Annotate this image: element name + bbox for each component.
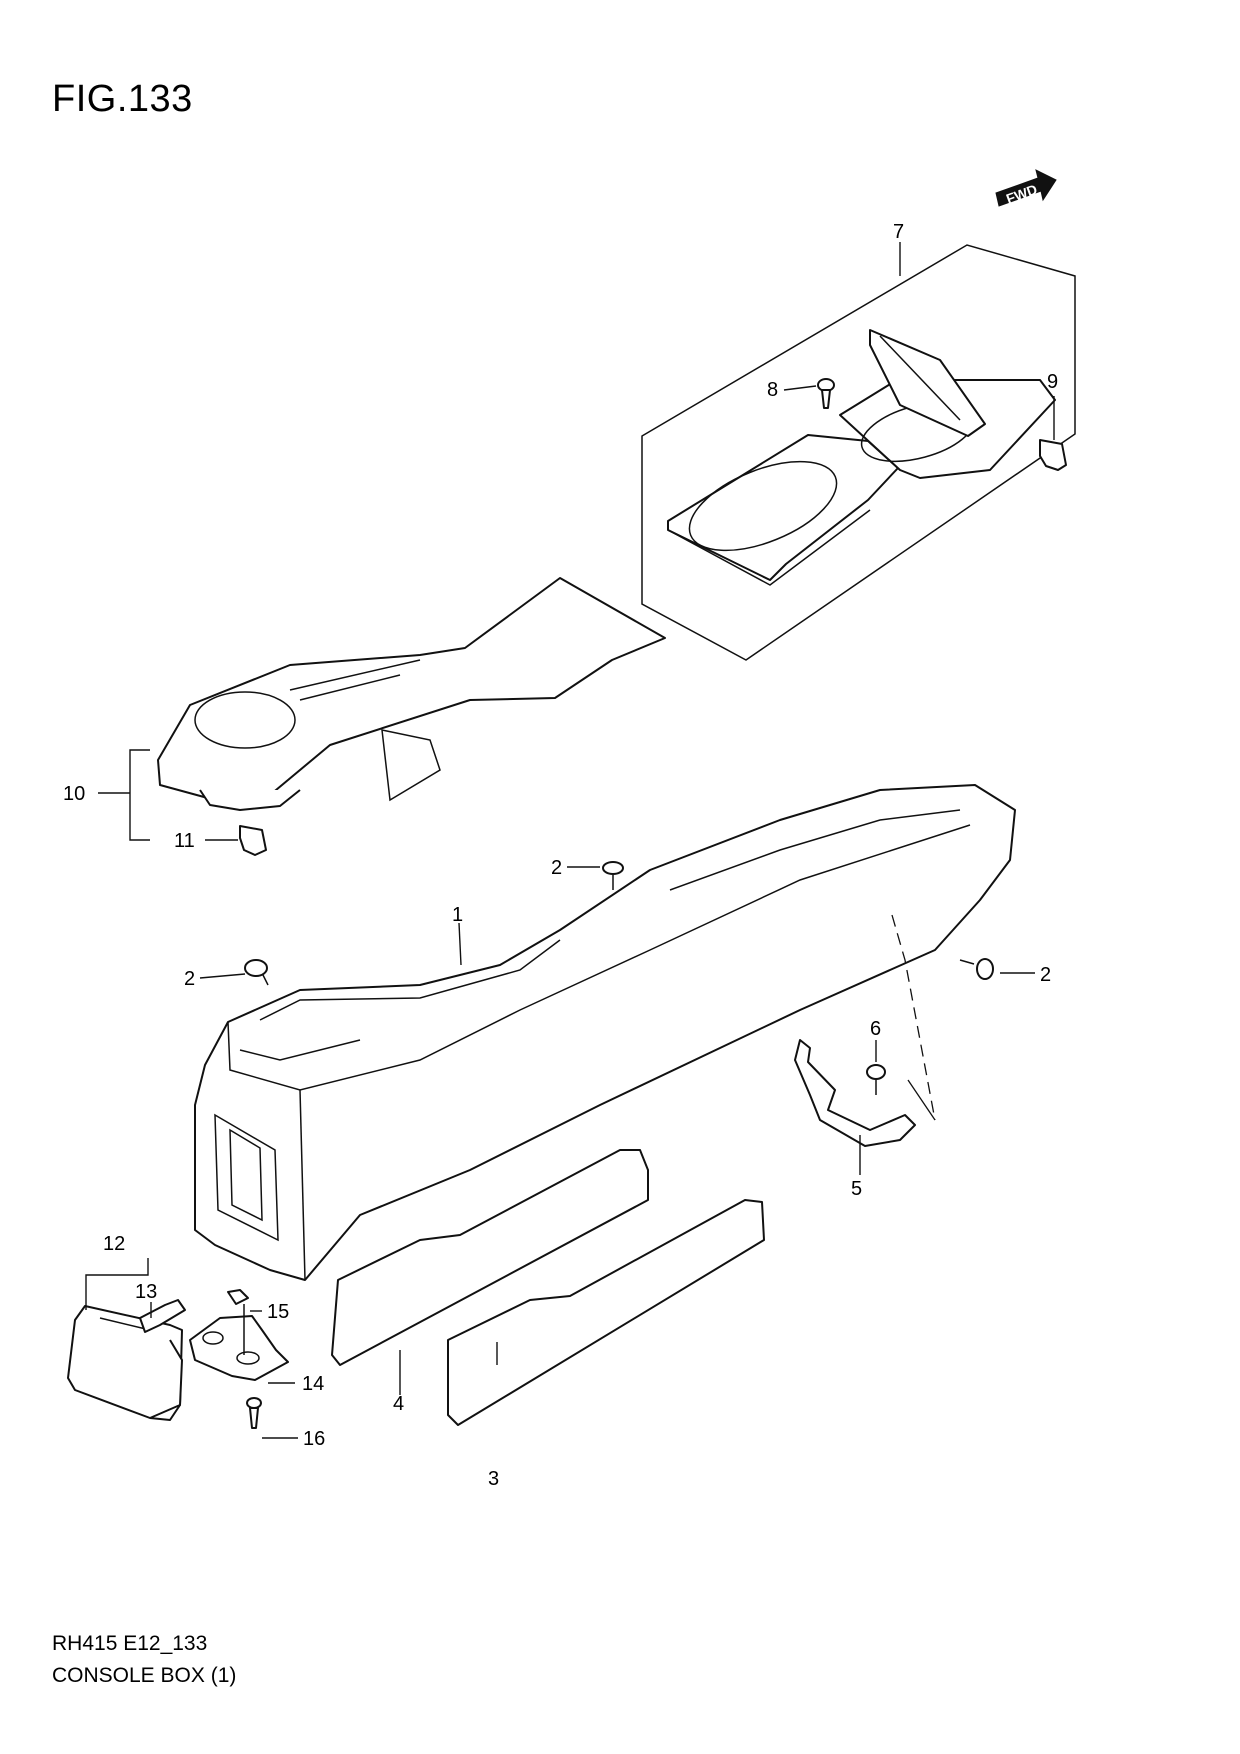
figure-name: CONSOLE BOX (1) [52,1664,237,1687]
fwd-label: FWD [1004,181,1039,207]
callout-15: 15 [267,1301,289,1323]
part-3-side-panel [447,1199,765,1426]
callout-2-right: 2 [1040,964,1051,986]
part-15-nut [227,1289,249,1305]
callout-leaders [85,242,1055,1439]
callout-9: 9 [1047,371,1058,393]
part-12-lid [67,1305,183,1421]
figure-model-code: RH415 E12_133 [52,1632,208,1655]
part-7-cup-holder-assembly [641,244,1076,661]
part-5-bracket [794,1039,916,1147]
part-8-knob [817,378,835,409]
part-13-clip [139,1299,186,1333]
part-14-plate [189,1315,289,1381]
part-4-side-panel [331,1149,649,1366]
callout-2-top: 2 [551,857,562,879]
part-2-screw-c [959,958,994,980]
fwd-arrow-icon: FWD [995,169,1057,207]
callout-13: 13 [135,1281,157,1303]
part-11-clip [239,825,267,856]
callout-16: 16 [303,1428,325,1450]
part-6-screw [866,1064,886,1095]
callout-5: 5 [851,1178,862,1200]
callout-3: 3 [488,1468,499,1490]
callout-14: 14 [302,1373,324,1395]
callout-1: 1 [452,904,463,926]
part-16-screw [246,1397,262,1429]
callout-10: 10 [63,783,85,805]
callout-11: 11 [174,830,195,852]
callout-6: 6 [870,1018,881,1040]
figure-title: FIG.133 [52,78,193,120]
callout-8: 8 [767,379,778,401]
callout-12: 12 [103,1233,125,1255]
part-1-console-box [194,784,1016,1281]
callout-2-left: 2 [184,968,195,990]
part-9-clip [1039,439,1067,471]
part-2-screw-a [602,861,624,890]
callout-4: 4 [393,1393,404,1415]
callout-7: 7 [893,221,904,243]
part-2-screw-b [244,959,269,986]
part-10-upper-panel [157,577,666,811]
